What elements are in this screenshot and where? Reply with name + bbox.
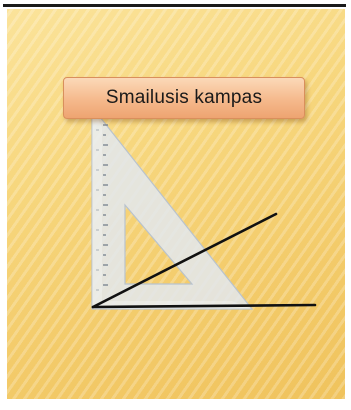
ruler-ticks (103, 124, 108, 286)
slide: Smailusis kampas (7, 9, 345, 399)
acute-angle-icon (91, 212, 317, 309)
top-border (3, 4, 346, 7)
slide-title: Smailusis kampas (105, 87, 263, 108)
angle-arm-upper (91, 212, 278, 309)
slide-drawing (91, 105, 317, 310)
ruler-fine-ticks (96, 129, 99, 291)
set-square-body (91, 105, 254, 310)
angle-arm-base (91, 303, 317, 309)
title-box: Smailusis kampas (63, 77, 305, 119)
set-square-icon (91, 105, 254, 310)
